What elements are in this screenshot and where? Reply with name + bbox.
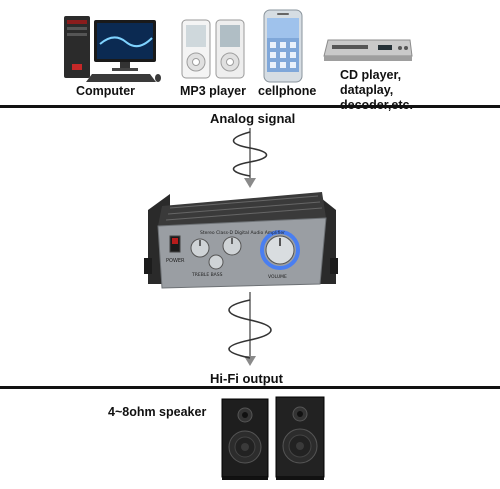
output-signal-arrow-icon <box>228 292 272 366</box>
svg-text:TREBLE BASS: TREBLE BASS <box>191 272 223 278</box>
desktop-computer-icon <box>64 16 161 82</box>
analog-signal-label: Analog signal <box>210 111 296 126</box>
source-label-mp3-player: MP3 player <box>180 84 247 98</box>
speaker-label: 4~8ohm speaker <box>108 405 207 419</box>
mp3-player-icon <box>181 19 245 79</box>
cd-label-line-1: CD player, <box>340 68 402 82</box>
mini-amplifier-icon: POWER Stereo Class-D Digital Audio Ampli… <box>144 192 338 289</box>
top-divider <box>0 105 500 108</box>
cd-label-line-2: dataplay, <box>340 83 394 97</box>
svg-text:Stereo Class-D Digital Audio A: Stereo Class-D Digital Audio Amplifier <box>200 230 285 236</box>
svg-text:POWER: POWER <box>166 258 185 264</box>
source-label-cellphone: cellphone <box>258 84 317 98</box>
bottom-divider <box>0 386 500 389</box>
smartphone-icon <box>263 9 303 83</box>
source-label-computer: Computer <box>76 84 136 98</box>
svg-text:VOLUME: VOLUME <box>268 274 287 280</box>
cd-player-icon <box>323 39 413 61</box>
input-signal-arrow-icon <box>232 128 268 188</box>
hifi-output-label: Hi-Fi output <box>210 371 283 386</box>
speaker-pair-icon <box>221 396 325 480</box>
